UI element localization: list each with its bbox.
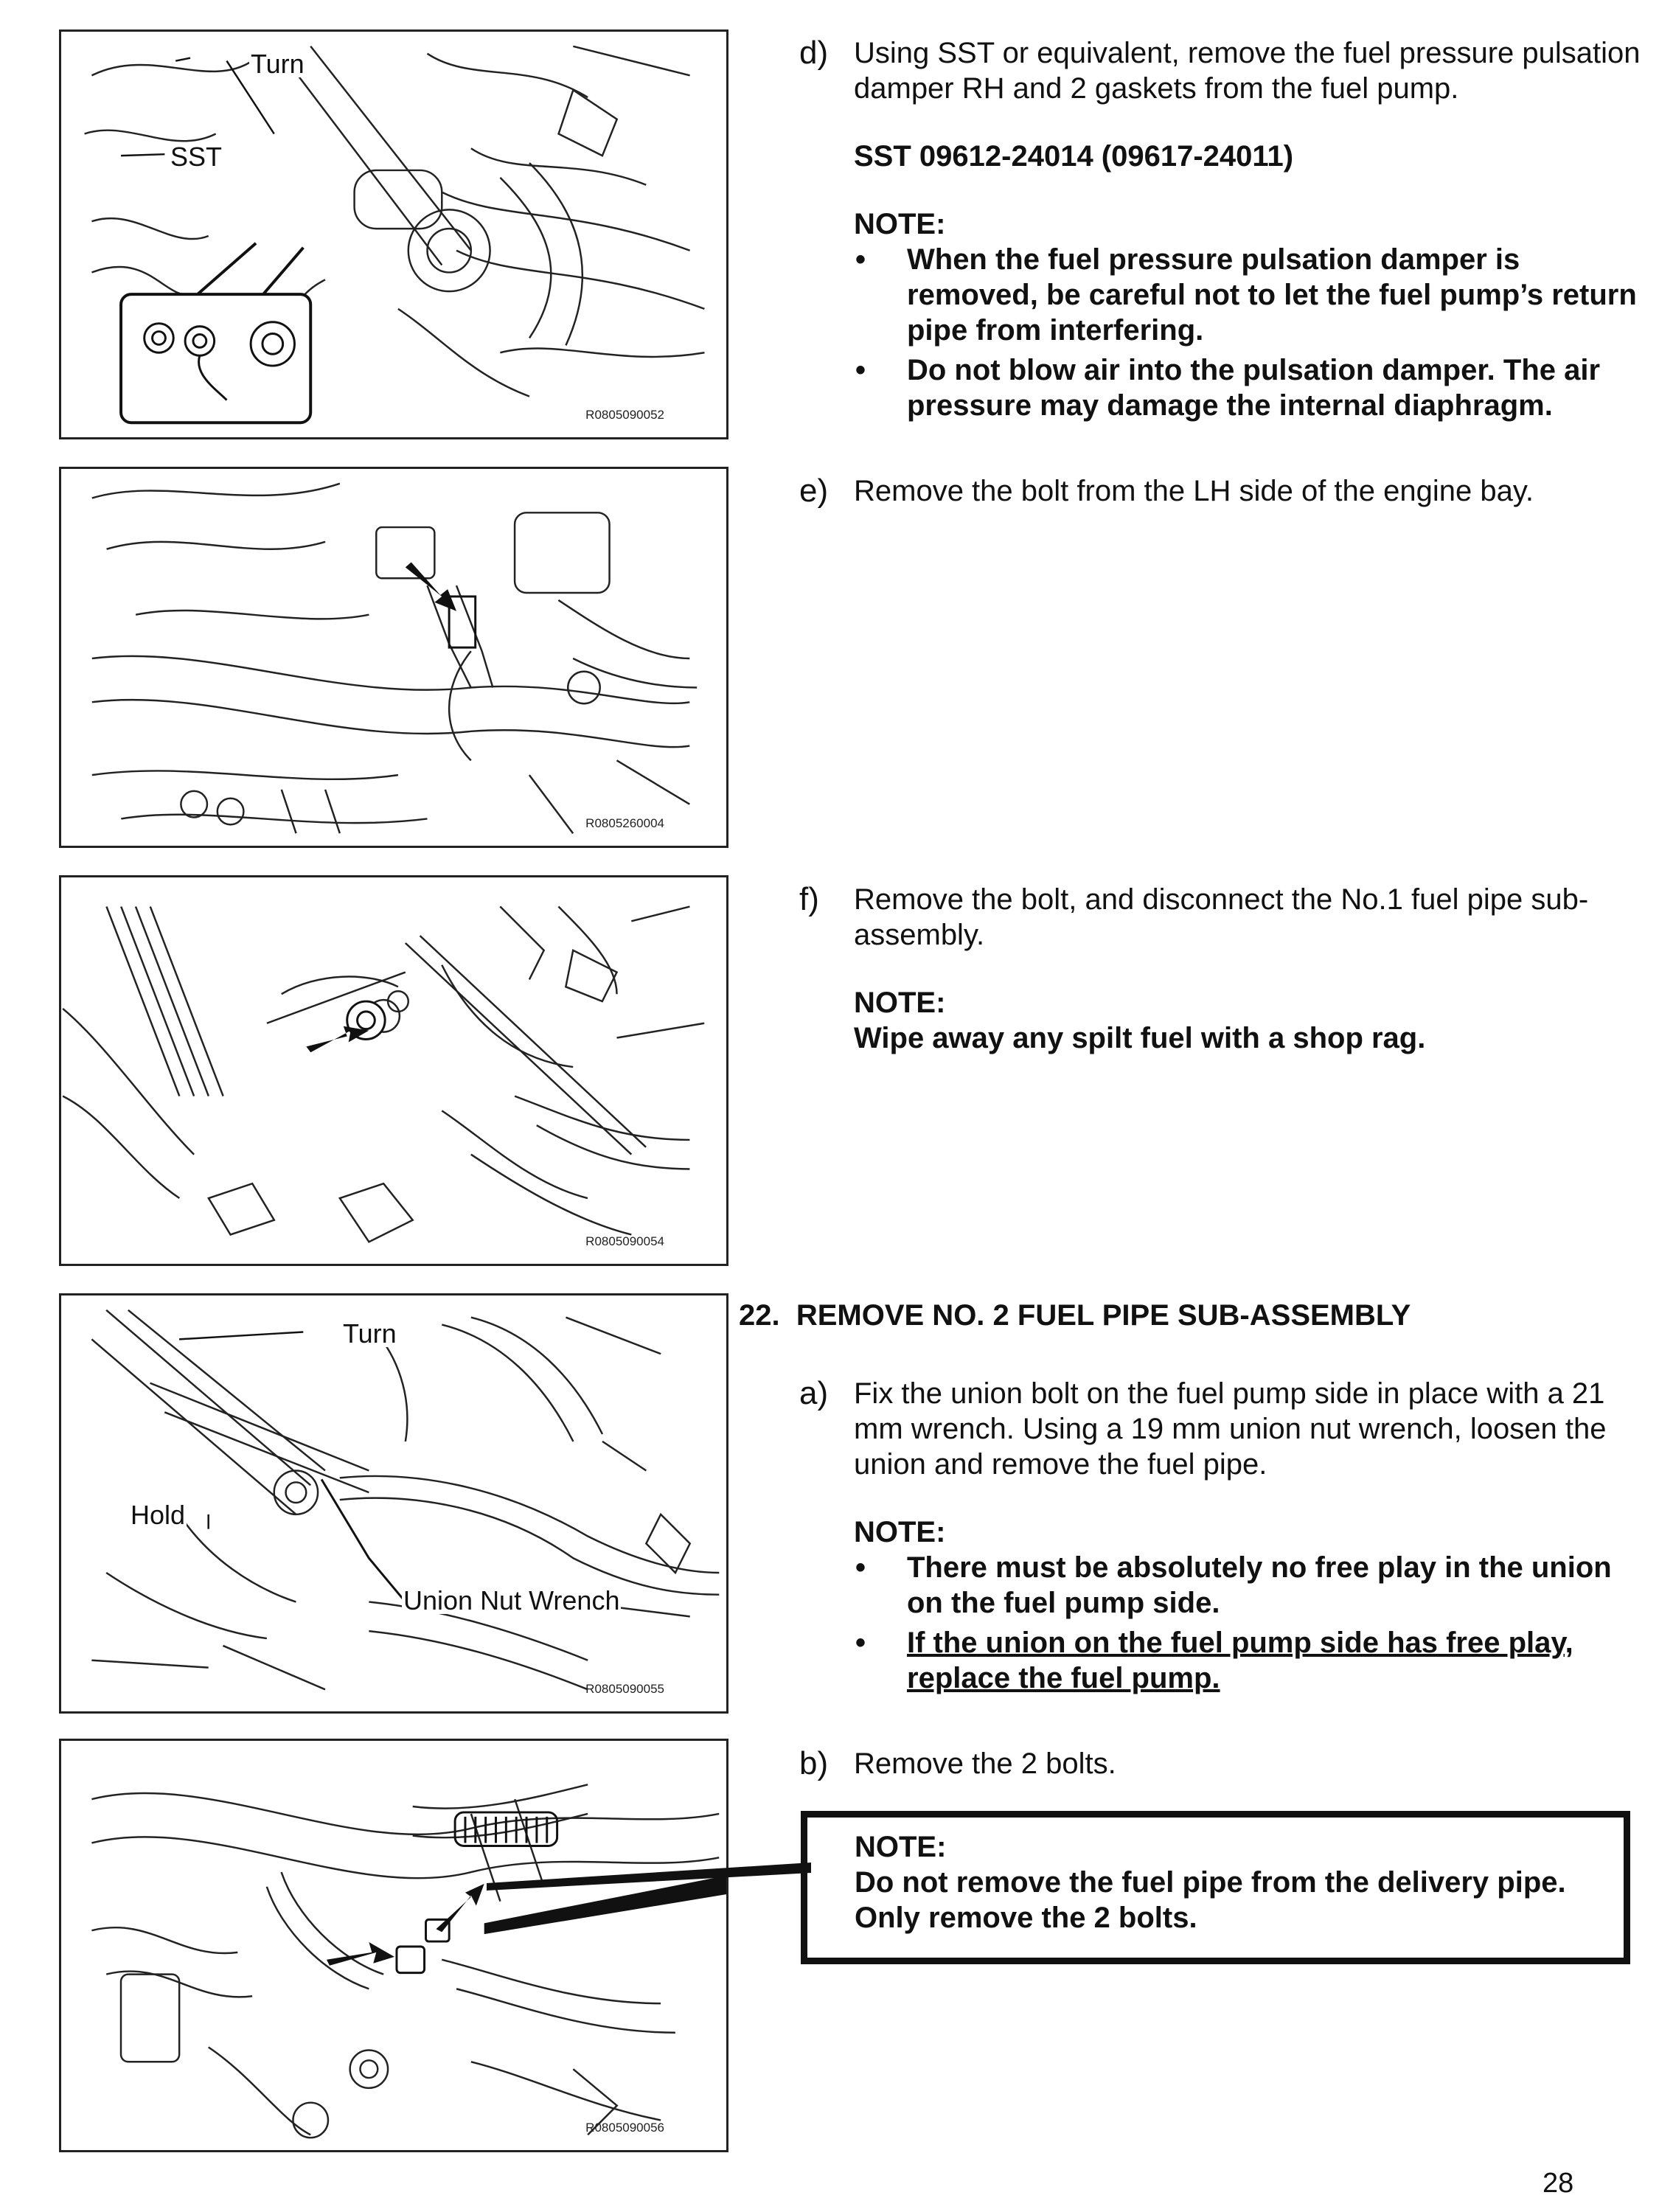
illustration-lh-bolt [91,482,698,834]
figure-no1-fuel-pipe: R0805090054 [59,875,728,1266]
step-text: Remove the bolt from the LH side of the … [854,475,1534,507]
callout-connector [487,1861,811,1891]
callout-turn: Turn [249,49,306,79]
note-heading: NOTE: [854,1516,946,1548]
note-item: There must be absolutely no free play in… [854,1550,1615,1621]
figure-two-bolts: R0805090056 [59,1739,728,2152]
figure-code: R0805090054 [585,1234,664,1248]
note-line: Only remove the 2 bolts. [855,1902,1197,1934]
illustration-pulsation-damper [84,45,705,425]
step-text: Using SST or equivalent, remove the fuel… [854,37,1641,105]
step-text: Remove the 2 bolts. [854,1747,1116,1780]
illustration-union-nut [91,1309,720,1691]
figure-code: R0805090055 [585,1682,664,1696]
step-label: f) [799,881,819,917]
page-number: 28 [1543,2168,1574,2199]
illustration-no1-fuel-pipe [62,905,705,1243]
note-item-underlined: If the union on the fuel pump side has f… [854,1625,1644,1696]
step-label: a) [799,1375,829,1411]
note-heading: NOTE: [854,208,946,240]
note-heading: NOTE: [854,987,946,1019]
figure-union-nut: Turn Hold Union Nut Wrench R0805090055 [59,1293,728,1714]
note-list: When the fuel pressure pulsation damper … [854,242,1650,423]
figure-code: R0805260004 [585,816,664,830]
step-text: Fix the union bolt on the fuel pump side… [854,1377,1607,1481]
step-label: d) [799,35,829,71]
step-label: b) [799,1745,829,1781]
figure-pulsation-damper: Turn SST R0805090052 [59,29,728,439]
figure-code: R0805090052 [585,408,664,422]
note-list: There must be absolutely no free play in… [854,1550,1650,1696]
note-box: NOTE: Do not remove the fuel pipe from t… [801,1811,1630,1964]
note-item: Do not blow air into the pulsation dampe… [854,352,1644,423]
sst-number: SST 09612-24014 (09617-24011) [854,140,1294,173]
note-text: Wipe away any spilt fuel with a shop rag… [854,1022,1426,1054]
figure-lh-bolt: R0805260004 [59,467,728,848]
step-label: e) [799,473,829,509]
note-heading: NOTE: [855,1831,947,1863]
step-text: Remove the bolt, and disconnect the No.1… [854,883,1589,951]
callout-hold: Hold [129,1500,187,1530]
note-item: When the fuel pressure pulsation damper … [854,242,1644,348]
section-heading: 22. REMOVE NO. 2 FUEL PIPE SUB-ASSEMBLY [739,1299,1411,1332]
callout-sst: SST [169,142,224,172]
note-line: Do not remove the fuel pipe from the del… [855,1866,1566,1899]
callout-turn: Turn [341,1318,398,1349]
callout-union-nut-wrench: Union Nut Wrench [402,1585,622,1615]
illustration-two-bolts [91,1784,726,2139]
figure-code: R0805090056 [585,2121,664,2135]
